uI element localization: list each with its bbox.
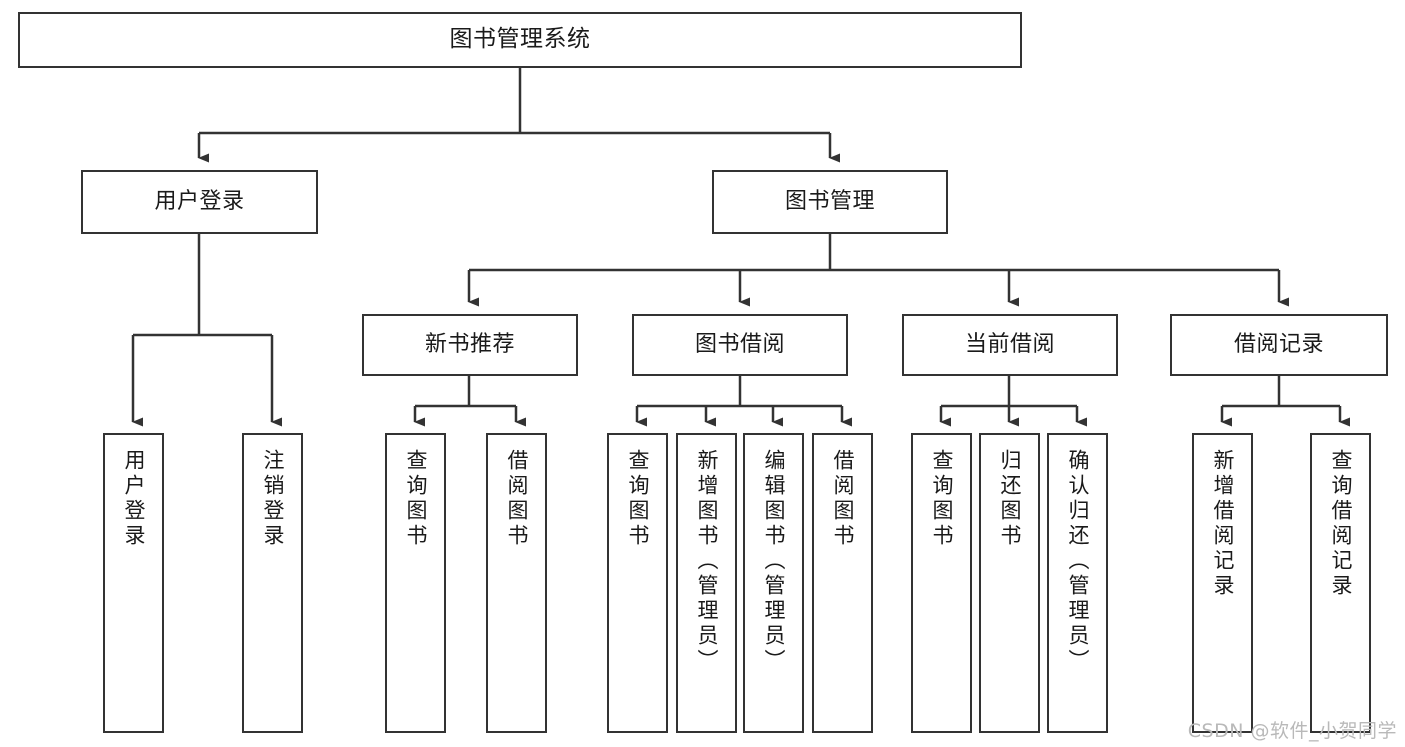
node-book-management[interactable]: 图书管理	[712, 170, 948, 234]
node-label: 用户登录	[154, 189, 245, 215]
node-label: 图书管理	[784, 189, 875, 215]
node-user-login[interactable]: 用户登录	[81, 170, 318, 234]
node-current-borrow[interactable]: 当前借阅	[902, 314, 1118, 376]
node-label: 查询图书	[404, 449, 428, 549]
node-label: 归还图书	[998, 449, 1022, 549]
node-label: 查询借阅记录	[1329, 449, 1353, 599]
node-leaf-return-book[interactable]: 归还图书	[979, 433, 1040, 733]
node-leaf-query-record[interactable]: 查询借阅记录	[1310, 433, 1371, 733]
node-leaf-borrow-book-2[interactable]: 借阅图书	[812, 433, 873, 733]
node-label: 当前借阅	[964, 332, 1055, 358]
node-label: 图书借阅	[694, 332, 785, 358]
node-leaf-add-record[interactable]: 新增借阅记录	[1192, 433, 1253, 733]
node-label: 用户登录	[122, 449, 146, 549]
node-leaf-query-book-1[interactable]: 查询图书	[385, 433, 446, 733]
node-label: 新书推荐	[424, 332, 515, 358]
node-root-system[interactable]: 图书管理系统	[18, 12, 1022, 68]
watermark-text: CSDN @软件_小贺同学	[1187, 720, 1397, 742]
node-label: 借阅图书	[505, 449, 529, 549]
node-label: 图书管理系统	[449, 26, 591, 53]
node-leaf-user-login[interactable]: 用户登录	[103, 433, 164, 733]
node-label: 确认归还（管理员）	[1066, 449, 1090, 674]
node-label: 查询图书	[626, 449, 650, 549]
node-leaf-edit-book[interactable]: 编辑图书（管理员）	[743, 433, 804, 733]
node-label: 新增图书（管理员）	[695, 449, 719, 674]
node-label: 编辑图书（管理员）	[762, 449, 786, 674]
node-leaf-borrow-book-1[interactable]: 借阅图书	[486, 433, 547, 733]
node-label: 注销登录	[261, 449, 285, 549]
node-leaf-user-logout[interactable]: 注销登录	[242, 433, 303, 733]
node-leaf-query-book-3[interactable]: 查询图书	[911, 433, 972, 733]
node-new-book-recommend[interactable]: 新书推荐	[362, 314, 578, 376]
node-leaf-query-book-2[interactable]: 查询图书	[607, 433, 668, 733]
node-label: 新增借阅记录	[1211, 449, 1235, 599]
node-leaf-add-book[interactable]: 新增图书（管理员）	[676, 433, 737, 733]
node-label: 查询图书	[930, 449, 954, 549]
node-leaf-confirm-return[interactable]: 确认归还（管理员）	[1047, 433, 1108, 733]
node-label: 借阅记录	[1233, 332, 1324, 358]
node-book-borrow[interactable]: 图书借阅	[632, 314, 848, 376]
node-label: 借阅图书	[831, 449, 855, 549]
node-borrow-record[interactable]: 借阅记录	[1170, 314, 1388, 376]
